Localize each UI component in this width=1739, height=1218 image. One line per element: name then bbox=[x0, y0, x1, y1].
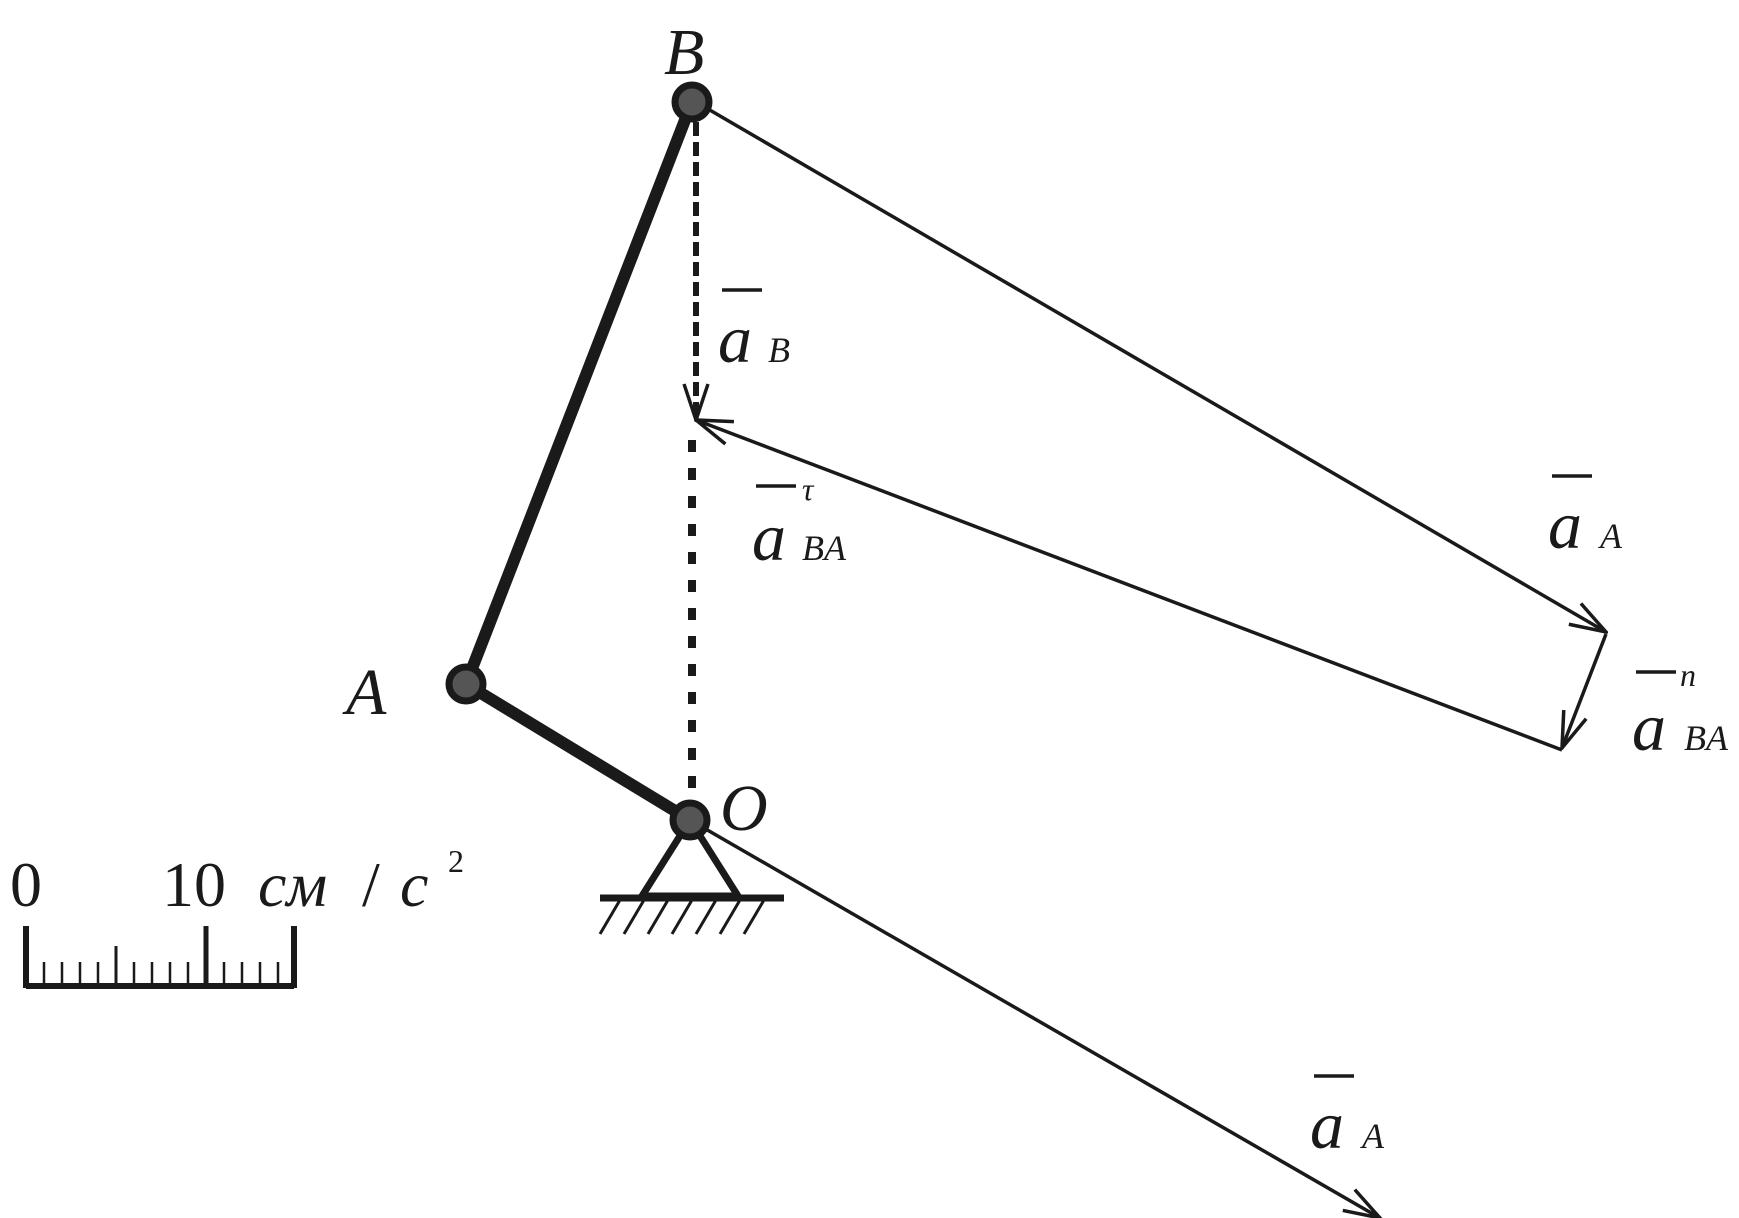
label-a-BA-n: n a BA bbox=[1632, 657, 1729, 765]
joint-A bbox=[445, 663, 487, 705]
scale-zero: 0 bbox=[10, 849, 42, 920]
scale-unit: см bbox=[258, 849, 327, 920]
scale-slash: / bbox=[362, 849, 380, 920]
svg-text:τ: τ bbox=[802, 471, 815, 507]
svg-text:a: a bbox=[1548, 487, 1582, 563]
ground-hatching bbox=[598, 899, 766, 935]
label-a-B: a B bbox=[718, 288, 790, 377]
label-a-A-origin: a A bbox=[1310, 1074, 1385, 1163]
svg-text:a: a bbox=[1632, 689, 1666, 765]
svg-text:A: A bbox=[1360, 1116, 1385, 1156]
vector-a-A-origin bbox=[689, 818, 1380, 1218]
svg-text:A: A bbox=[1598, 516, 1623, 556]
svg-text:a: a bbox=[1310, 1087, 1344, 1163]
svg-text:BA: BA bbox=[1684, 718, 1729, 758]
scale-exp: 2 bbox=[448, 843, 464, 879]
label-A: A bbox=[342, 656, 387, 729]
link-OA bbox=[460, 678, 696, 826]
svg-text:a: a bbox=[752, 499, 786, 575]
vector-a-BA-tau bbox=[696, 420, 1563, 752]
scale-bar: 0 10 см / с 2 bbox=[10, 843, 464, 989]
svg-text:a: a bbox=[718, 301, 752, 377]
joint-B bbox=[671, 81, 713, 123]
label-a-A-polygon: a A bbox=[1548, 474, 1623, 563]
link-AB bbox=[460, 96, 698, 690]
svg-text:BA: BA bbox=[802, 528, 847, 568]
pivot-support bbox=[598, 813, 784, 935]
svg-text:n: n bbox=[1680, 657, 1696, 693]
svg-text:B: B bbox=[768, 330, 790, 370]
vector-a-BA-n bbox=[1562, 633, 1608, 748]
joint-O bbox=[669, 799, 711, 841]
label-O: O bbox=[720, 772, 768, 845]
vector-a-A-polygon bbox=[695, 100, 1606, 632]
scale-unit2: с bbox=[400, 849, 428, 920]
scale-ten: 10 bbox=[162, 849, 226, 920]
label-a-BA-tau: τ a BA bbox=[752, 471, 847, 575]
label-B: B bbox=[664, 16, 704, 89]
